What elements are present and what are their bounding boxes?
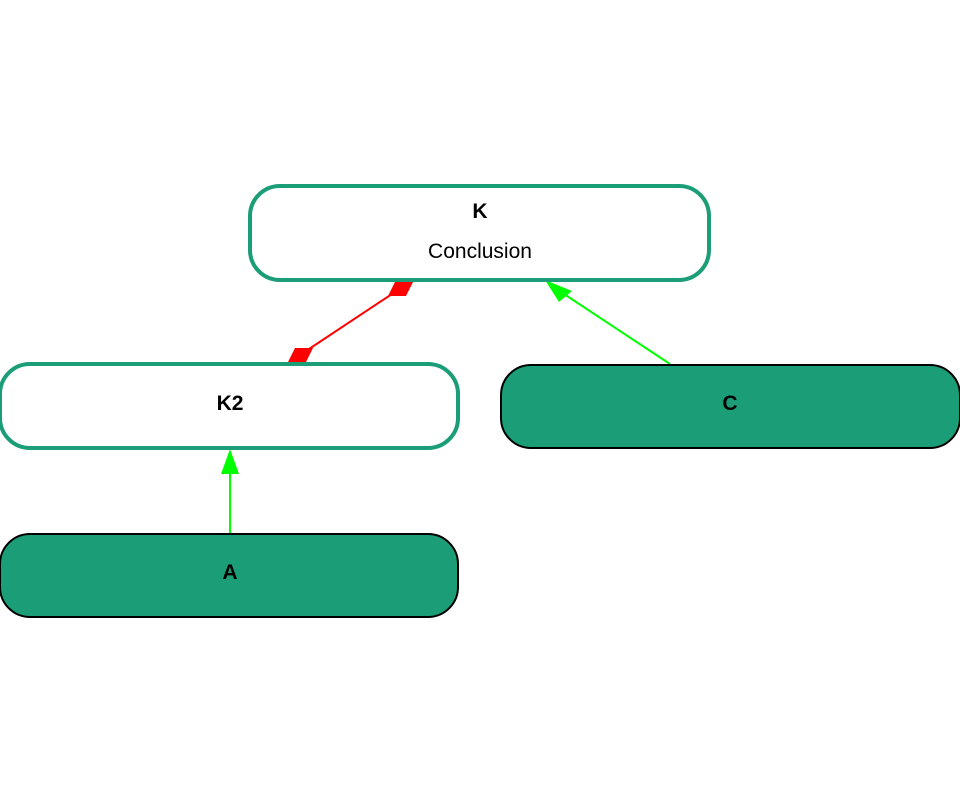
edge-a-to-k2: [221, 449, 239, 533]
edge-k2-to-k: [287, 280, 414, 364]
node-c-title: C: [722, 392, 737, 415]
node-a-title: A: [222, 561, 237, 584]
node-c-box: [500, 364, 960, 449]
edge-k2-to-k-line: [299, 287, 402, 356]
node-k-box: [248, 184, 711, 282]
support-arrowhead-icon: [545, 280, 572, 302]
support-arrowhead-icon: [221, 449, 239, 474]
node-k2-box: [0, 362, 460, 450]
edge-c-to-k-line: [557, 289, 671, 365]
node-k[interactable]: K Conclusion: [248, 184, 711, 282]
node-k2-title: K2: [217, 392, 244, 415]
node-k-title: K: [472, 200, 487, 223]
node-c[interactable]: C: [500, 364, 960, 449]
node-k-subtitle: Conclusion: [428, 240, 532, 263]
node-k2[interactable]: K2: [0, 362, 460, 450]
node-a[interactable]: A: [0, 533, 459, 618]
attack-diamond-head-icon: [388, 280, 414, 296]
attack-diamond-tail-icon: [287, 348, 313, 364]
node-a-box: [0, 533, 459, 618]
edge-c-to-k: [545, 280, 671, 365]
